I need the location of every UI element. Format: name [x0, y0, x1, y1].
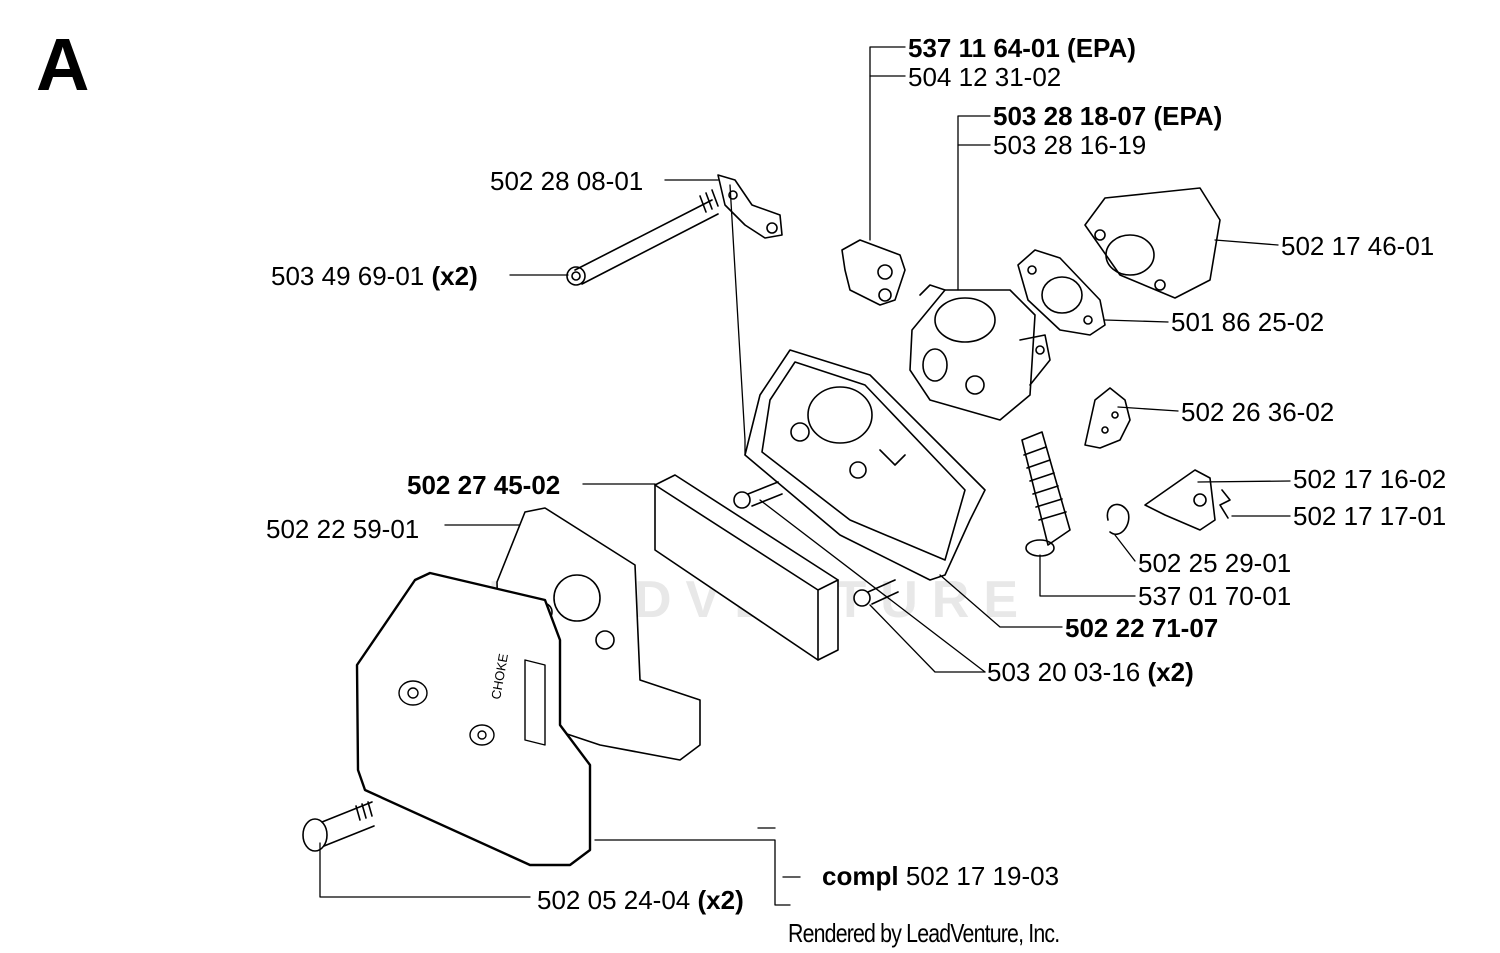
callout-503-28-16-19[interactable]: 503 28 16-19 — [993, 130, 1147, 160]
quantity: (x2) — [697, 885, 744, 915]
callout-compl-502-17-19-03[interactable]: compl 502 17 19-03 — [822, 861, 1059, 891]
rendered-by-footer: Rendered by LeadVenture, Inc. — [788, 918, 1060, 948]
callout-502-05-24-04[interactable]: 502 05 24-04 (x2) — [537, 885, 744, 915]
callout-504-12-31-02[interactable]: 504 12 31-02 — [908, 62, 1062, 92]
callout-502-25-29-01[interactable]: 502 25 29-01 — [1138, 548, 1292, 578]
callout-502-17-16-02[interactable]: 502 17 16-02 — [1293, 464, 1447, 494]
callout-503-28-18-07[interactable]: 503 28 18-07 (EPA) — [993, 101, 1222, 131]
part-number: 502 17 19-03 — [905, 861, 1060, 891]
callout-502-17-46-01[interactable]: 502 17 46-01 — [1281, 231, 1435, 261]
leader-lines — [319, 46, 1291, 906]
epa-suffix: (EPA) — [1059, 33, 1136, 63]
callout-502-27-45-02[interactable]: 502 27 45-02 — [407, 470, 561, 500]
callout-501-86-25-02[interactable]: 501 86 25-02 — [1171, 307, 1325, 337]
base-screw-1 — [733, 481, 783, 509]
part-number: 503 28 18-07 — [993, 101, 1147, 131]
cover-screw-part — [302, 801, 375, 852]
bracket-part — [717, 174, 783, 239]
compl-prefix: compl — [822, 861, 899, 891]
filter-element-part — [654, 474, 839, 661]
callout-537-01-70-01[interactable]: 537 01 70-01 — [1138, 581, 1292, 611]
pin-part — [1106, 503, 1130, 535]
filter-base-part — [744, 349, 986, 581]
intake-adaptor-part — [1084, 187, 1221, 299]
quantity: (x2) — [431, 261, 478, 291]
callout-502-17-17-01[interactable]: 502 17 17-01 — [1293, 501, 1447, 531]
air-filter-cover-part — [355, 571, 592, 867]
callout-503-49-69-01[interactable]: 503 49 69-01 (x2) — [271, 261, 478, 291]
base-screw-2 — [853, 579, 899, 607]
callout-503-20-03-16[interactable]: 503 20 03-16 (x2) — [987, 657, 1194, 687]
part-number: 537 11 64-01 — [908, 33, 1060, 63]
quantity: (x2) — [1147, 657, 1194, 687]
part-number: 502 05 24-04 — [537, 885, 691, 915]
stud-screw — [566, 189, 719, 286]
section-letter: A — [36, 23, 90, 106]
gasket-part — [1017, 249, 1106, 336]
carburetor-part — [909, 284, 1051, 421]
spring-clip-part — [1219, 489, 1231, 519]
clip-part — [841, 239, 906, 306]
callout-502-22-71-07[interactable]: 502 22 71-07 — [1065, 613, 1219, 643]
callout-502-22-59-01[interactable]: 502 22 59-01 — [266, 514, 420, 544]
choke-bracket-part — [1144, 469, 1216, 531]
part-number: 503 20 03-16 — [987, 657, 1141, 687]
part-number: 503 49 69-01 — [271, 261, 425, 291]
callout-502-26-36-02[interactable]: 502 26 36-02 — [1181, 397, 1335, 427]
lever-plate-part — [1084, 387, 1131, 449]
bellows-part — [1021, 431, 1071, 557]
callout-537-11-64-01[interactable]: 537 11 64-01 (EPA) — [908, 33, 1136, 63]
callout-502-28-08-01[interactable]: 502 28 08-01 — [490, 166, 644, 196]
epa-suffix: (EPA) — [1146, 101, 1223, 131]
